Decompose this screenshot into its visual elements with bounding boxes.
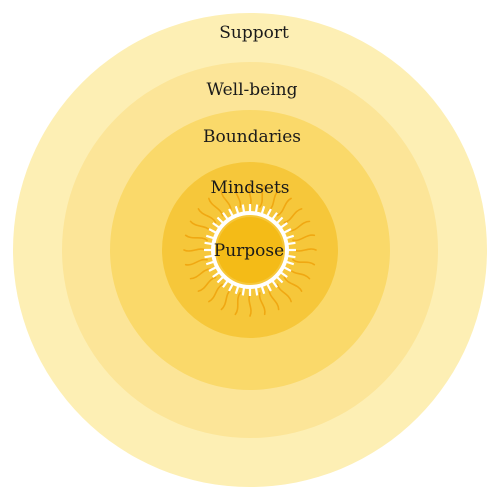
- sun-ray: [283, 208, 303, 224]
- sun-ring-tick: [271, 280, 278, 288]
- sun-ring-tick: [285, 234, 295, 240]
- sun-ring-tick: [266, 283, 272, 292]
- core-purpose: [217, 217, 283, 283]
- sun-ring-band: [211, 211, 289, 289]
- sun-ring-tick: [287, 254, 296, 259]
- sun-ray: [208, 197, 224, 217]
- sun-ray: [220, 189, 232, 212]
- sun-ray: [288, 220, 311, 232]
- sun-ring-tick: [266, 208, 272, 217]
- sun-ring-tick: [208, 228, 217, 234]
- sun-ring-tick: [254, 287, 259, 296]
- sun-ring-tick: [204, 254, 213, 259]
- sun-ray: [292, 234, 316, 242]
- sun-ring-tick: [212, 271, 220, 278]
- sun-ring-tick: [216, 216, 224, 224]
- sun-ray: [276, 197, 292, 217]
- sun-ray: [276, 283, 292, 303]
- sun-ray: [197, 208, 217, 224]
- sun-ring-tick: [271, 212, 278, 220]
- sun-ring-tick: [208, 266, 217, 272]
- sun-ray: [258, 184, 266, 208]
- sun-ring-tick: [276, 216, 284, 224]
- sun-ray: [258, 292, 266, 316]
- label-mindsets: Mindsets: [210, 178, 289, 198]
- sun-ring-icon: [204, 204, 296, 296]
- sun-ray: [208, 283, 224, 303]
- sun-ring-tick: [234, 285, 240, 295]
- sun-ray: [283, 276, 303, 292]
- sun-ray: [184, 234, 208, 242]
- sun-ring-tick: [205, 260, 215, 266]
- label-boundaries: Boundaries: [203, 127, 301, 147]
- sun-ring-tick: [280, 271, 288, 278]
- sun-ray: [184, 258, 208, 266]
- sun-ring-tick: [216, 276, 224, 284]
- sun-ring-tick: [287, 241, 296, 246]
- sun-ray: [189, 268, 212, 280]
- sun-ring-tick: [241, 287, 246, 296]
- sun-ring-tick: [222, 280, 229, 288]
- sun-ring-tick: [212, 222, 220, 229]
- sun-ring-tick: [285, 260, 295, 266]
- sun-ring-tick: [228, 283, 234, 292]
- sun-ring-tick: [228, 208, 234, 217]
- sun-ring-tick: [222, 212, 229, 220]
- sun-ring-tick: [280, 222, 288, 229]
- sun-ray: [292, 258, 316, 266]
- sun-ray: [234, 184, 242, 208]
- sun-ring-tick: [283, 228, 292, 234]
- sun-ring-tick: [276, 276, 284, 284]
- sun-ring-tick: [260, 205, 266, 215]
- sun-ring-tick: [283, 266, 292, 272]
- sun-ray: [268, 288, 280, 311]
- sun-ring-tick: [204, 241, 213, 246]
- label-support: Support: [219, 23, 289, 43]
- sun-ring-tick: [260, 285, 266, 295]
- sun-ring-tick: [254, 204, 259, 213]
- sun-ray: [197, 276, 217, 292]
- sun-ring-tick: [205, 234, 215, 240]
- sun-ring-tick: [234, 205, 240, 215]
- label-well-being: Well-being: [207, 80, 298, 100]
- sun-ray: [234, 292, 242, 316]
- sun-ring-tick: [241, 204, 246, 213]
- label-purpose: Purpose: [214, 241, 284, 261]
